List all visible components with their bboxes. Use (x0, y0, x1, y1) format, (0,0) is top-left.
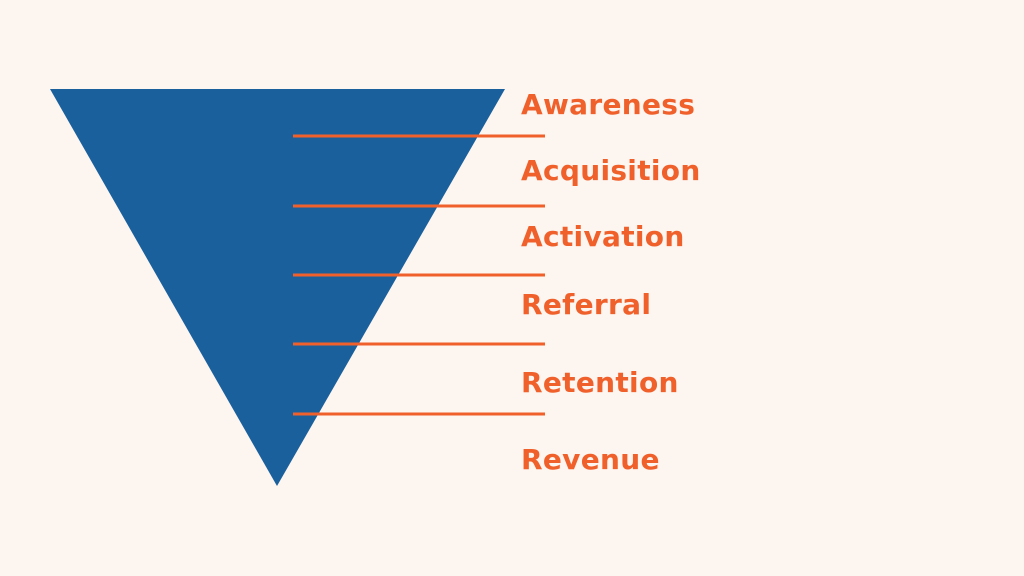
stage-label-retention: Retention (521, 366, 679, 399)
stage-label-acquisition: Acquisition (521, 154, 701, 187)
stage-label-referral: Referral (521, 288, 652, 321)
stage-label-revenue: Revenue (521, 443, 660, 476)
stage-label-awareness: Awareness (521, 88, 696, 121)
stage-label-activation: Activation (521, 220, 685, 253)
divider-lines (293, 134, 545, 416)
funnel-triangle (50, 89, 505, 486)
